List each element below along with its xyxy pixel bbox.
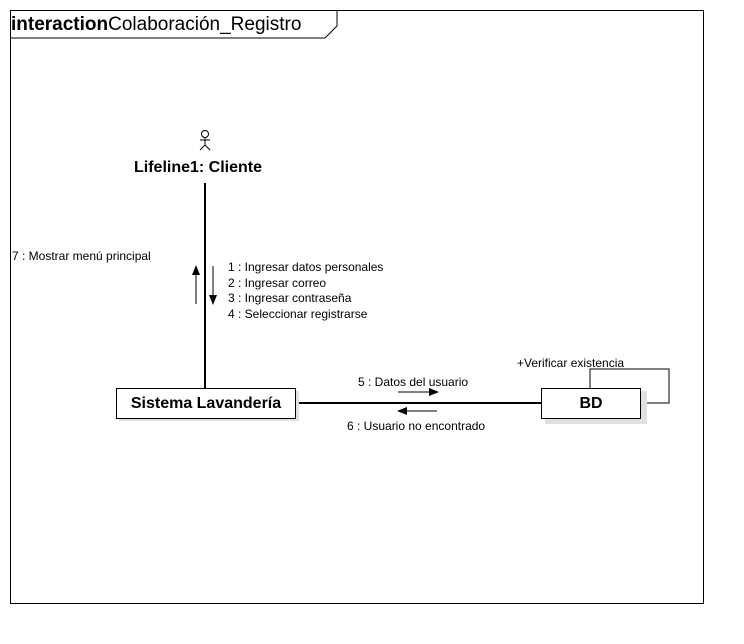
frame-keyword: interaction	[11, 14, 109, 35]
self-message-label: +Verificar existencia	[517, 356, 625, 370]
stick-figure-icon	[199, 130, 211, 151]
frame-name: Colaboración_Registro	[108, 14, 302, 35]
object-sistema[interactable]: Sistema Lavandería	[116, 388, 296, 419]
message-label-2: 2 : Ingresar correo	[228, 276, 327, 290]
self-link-bd	[589, 368, 670, 404]
arrow-down-messages	[209, 266, 217, 305]
message-label-3: 3 : Ingresar contraseña	[228, 291, 352, 305]
arrow-up-message	[192, 265, 200, 304]
message-label-5: 5 : Datos del usuario	[358, 375, 469, 389]
message-label-1: 1 : Ingresar datos personales	[228, 260, 384, 274]
message-label-6: 6 : Usuario no encontrado	[347, 419, 486, 433]
interaction-frame	[10, 10, 704, 604]
frame-title: interactionColaboración_Registro	[11, 13, 301, 37]
actor-label: Lifeline1: Cliente	[134, 159, 263, 176]
message-label-7: 7 : Mostrar menú principal	[12, 249, 151, 263]
message-label-4: 4 : Seleccionar registrarse	[228, 307, 368, 321]
arrow-left-message	[397, 407, 437, 415]
frame-background	[10, 10, 704, 604]
frame-tab-outline	[10, 10, 338, 39]
arrow-right-message	[398, 388, 439, 396]
object-bd[interactable]: BD	[541, 388, 641, 419]
